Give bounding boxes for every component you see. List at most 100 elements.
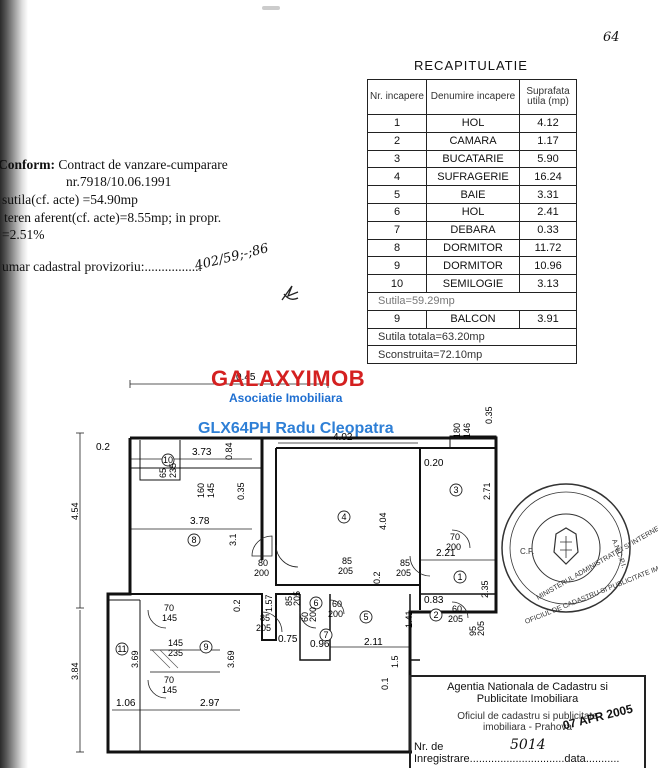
dim-369-right: 3.69 [226, 650, 236, 668]
registration-line: Nr. de Inregistrare.....................… [414, 741, 620, 765]
round-stamp-text: MINISTERUL ADMINISTRATIEI SI INTERNELOR … [520, 518, 658, 626]
door-size-labels: 65 235 160 145 80 200 85 205 85 205 70 2… [158, 463, 486, 695]
door-label: 60 [300, 612, 310, 622]
conform-line: Conform: Contract de vanzare-cumparare [0, 157, 228, 173]
dim-211: 2.11 [364, 637, 383, 648]
door-label: 85 [284, 596, 294, 606]
scan-artifact [262, 6, 280, 10]
dim-141: 1.41 [404, 610, 414, 628]
dim-157: 1.57 [264, 594, 274, 612]
office-name: Oficiul de cadastru si publicitate imobi… [457, 711, 598, 733]
walls [106, 435, 498, 754]
door-label: 235 [168, 648, 183, 658]
dim-404: 4.04 [378, 512, 388, 530]
door-label: 85 [400, 558, 410, 568]
dim-075: 0.75 [278, 634, 298, 645]
room-number-4: 4 [341, 512, 346, 522]
dim-035-mid: 0.35 [236, 482, 246, 500]
door-label: 205 [256, 623, 271, 633]
door-label: 160 [196, 483, 206, 498]
numar-cadastral: umar cadastral provizoriu:..............… [2, 259, 202, 274]
dim-01: 0.1 [380, 677, 390, 690]
dim-235: 2.35 [480, 580, 490, 598]
dim-083: 0.83 [424, 595, 444, 606]
recap-header-name: Denumire incapere [426, 79, 520, 115]
cota-parte: =2.51% [2, 227, 45, 242]
door-label: 205 [476, 621, 486, 636]
vertical-dimension-labels: 4.54 3.84 0.84 0.35 180 146 0.35 3.1 4.0… [70, 406, 494, 690]
dim-180: 180 [452, 423, 462, 438]
watermark-brand: GALAXYIMOB [211, 366, 366, 391]
dim-369-left: 3.69 [130, 650, 140, 668]
room-numbers: 10 3 4 8 1 2 5 6 7 9 11 [117, 455, 462, 654]
recap-table: Nr. incapere Denumire incapere Suprafata… [367, 79, 577, 365]
door-label: 235 [168, 463, 178, 478]
dim-221: 2.21 [436, 548, 456, 559]
door-label: 205 [292, 591, 302, 606]
sutila-acte: sutila(cf. acte) =54.90mp [2, 192, 138, 207]
dim-15: 1.5 [390, 655, 400, 668]
dim-271: 2.71 [482, 482, 492, 500]
door-label: 95 [468, 626, 478, 636]
door-label: 200 [254, 568, 269, 578]
dim-02-top: 0.2 [96, 442, 110, 453]
dim-096: 0.96 [310, 639, 330, 650]
sconstruita-row: Sconstruita=72.10mp [367, 345, 577, 365]
room-number-10: 10 [163, 455, 173, 465]
door-label: 70 [450, 532, 460, 542]
sutila-row: Sutila=59.29mp [367, 291, 577, 311]
dim-02-mid: 0.2 [232, 599, 242, 612]
sutila-totala-row: Sutila totala=63.20mp [367, 327, 577, 347]
door-label: 85 [342, 556, 352, 566]
dim-378: 3.78 [190, 516, 210, 527]
door-label: 205 [396, 568, 411, 578]
teren-aferent: teren aferent(cf. acte)=8.55mp; in propr… [4, 210, 222, 225]
dimension-labels: 0.45 0.2 3.73 4.02 0.20 3.78 2.21 0.83 0… [96, 372, 456, 709]
room-number-5: 5 [363, 612, 368, 622]
svg-text:C.F.: C.F. [520, 547, 534, 556]
dim-045: 0.45 [236, 372, 256, 383]
watermark-listing: GLX64PH Radu Cleopatra [198, 420, 394, 437]
room-number-9: 9 [203, 642, 208, 652]
door-swings [147, 529, 471, 699]
room-number-6: 6 [313, 598, 318, 608]
dim-106: 1.06 [116, 698, 136, 709]
dim-384: 3.84 [70, 662, 80, 680]
recap-title: RECAPITULATIE [414, 58, 528, 73]
scan-edge-shadow [0, 0, 28, 768]
door-label: 200 [308, 607, 318, 622]
door-label: 60 [452, 604, 462, 614]
dim-297: 2.97 [200, 698, 220, 709]
watermark-tagline: Asociatie Imobiliara [229, 391, 343, 405]
agency-name: Agentia Nationala de Cadastru si Publici… [447, 681, 608, 705]
door-label: 65 [158, 468, 168, 478]
room-markers [115, 453, 467, 656]
door-label: 205 [448, 614, 463, 624]
dim-146: 146 [462, 423, 472, 438]
dim-020: 0.20 [424, 458, 444, 469]
door-label: 70 [164, 603, 174, 613]
door-label: 145 [206, 483, 216, 498]
dim-035-top: 0.35 [484, 406, 494, 424]
contract-number: nr.7918/10.06.1991 [66, 174, 172, 189]
door-label: 200 [446, 542, 461, 552]
official-round-stamp [501, 483, 631, 613]
registration-number: 5014 [510, 737, 546, 753]
recap-header-nr: Nr. incapere [367, 79, 427, 115]
door-label: 145 [168, 638, 183, 648]
dim-402: 4.02 [333, 432, 353, 443]
dim-373: 3.73 [192, 447, 212, 458]
signature-mark [281, 285, 299, 301]
svg-text:OFICIUL DE CADASTRU SI PUBLICI: OFICIUL DE CADASTRU SI PUBLICITATE IMOBI… [524, 534, 658, 626]
dimension-lines [76, 380, 496, 753]
door-label: 70 [164, 675, 174, 685]
door-label: 205 [338, 566, 353, 576]
door-label: 85 [260, 613, 270, 623]
room-number-3: 3 [453, 485, 458, 495]
room-number-2: 2 [433, 610, 438, 620]
cabinet-hatch [151, 649, 179, 669]
